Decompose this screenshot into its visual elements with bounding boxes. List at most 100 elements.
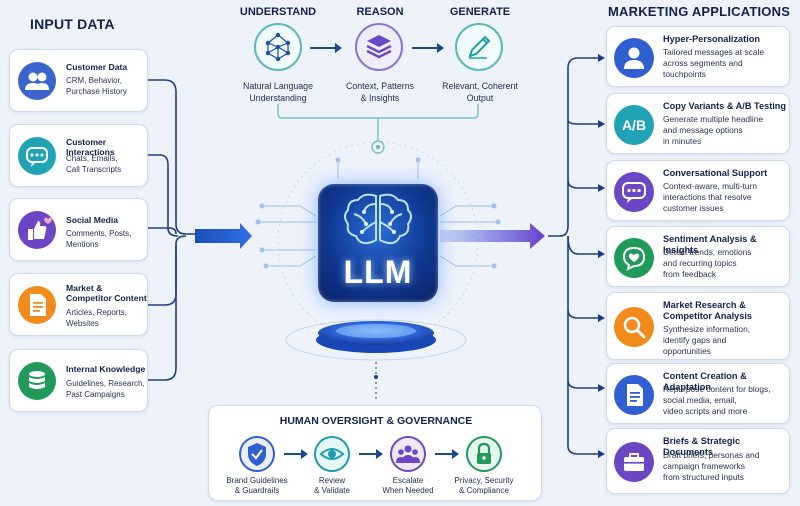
app-card-desc: customer issues (663, 203, 724, 213)
shield-check-icon (239, 436, 275, 472)
stage-arrow (412, 43, 444, 53)
stage-desc: Context, Patterns (346, 81, 414, 91)
input-card-desc: Purchase History (66, 87, 127, 96)
app-card-desc: social media, email, (663, 395, 737, 405)
input-card-customer-data: Customer Data CRM, Behavior, Purchase Hi… (9, 49, 148, 112)
users-icon (18, 62, 56, 100)
magnifier-icon (614, 307, 654, 347)
app-card-desc: across segments and (663, 58, 743, 68)
input-card-title: Market & Competitor Content (66, 283, 147, 303)
governance-label: & Guardrails (234, 486, 280, 495)
app-card-title: Briefs & Strategic Documents (663, 436, 741, 457)
heart-chat-icon (614, 238, 654, 278)
app-card-desc: Generate multiple headline (663, 114, 764, 124)
llm-pedestal (285, 319, 467, 361)
input-card-title: Customer Interactions (66, 137, 115, 157)
app-card-desc: Draft briefs, personas and (663, 450, 760, 460)
app-card-title: Hyper-Personalization (663, 34, 761, 44)
output-section-title: MARKETING APPLICATIONS (608, 4, 791, 19)
app-card-title: Market Research & Competitor Analysis (663, 300, 752, 321)
app-card-desc: Detect trends, emotions (663, 247, 752, 257)
stage-desc: Relevant, Coherent (442, 81, 518, 91)
app-card-briefs-strategic-documents: Briefs & Strategic Documents Draft brief… (606, 428, 790, 494)
input-card-title: Customer Data (66, 62, 128, 72)
output-flow-arrow (440, 223, 545, 249)
app-card-market-research: Market Research & Competitor Analysis Sy… (606, 292, 790, 360)
stage-desc: Output (466, 93, 494, 103)
stage-title-generate: GENERATE (449, 6, 511, 18)
governance-panel: HUMAN OVERSIGHT & GOVERNANCE Brand Guide… (208, 405, 542, 501)
governance-arrow (435, 449, 459, 459)
input-section-title: INPUT DATA (30, 16, 115, 32)
stage-desc: Natural Language (243, 81, 313, 91)
input-card-desc: Mentions (66, 240, 99, 249)
app-card-desc: from feedback (663, 269, 717, 279)
network-icon (254, 23, 302, 71)
app-card-desc: from structured inputs (663, 472, 744, 482)
app-card-desc: identify gaps and (663, 335, 727, 345)
app-card-desc: and recurring topics (663, 258, 737, 268)
input-card-desc: Websites (66, 319, 99, 328)
thumbs-up-icon (18, 211, 56, 249)
brain-icon (344, 193, 412, 245)
governance-label: When Needed (382, 486, 434, 495)
input-card-desc: Call Transcripts (66, 165, 122, 174)
app-card-title: Conversational Support (663, 168, 768, 178)
lock-icon (466, 436, 502, 472)
app-card-desc: interactions that resolve (663, 192, 752, 202)
app-card-desc: opportunities (663, 346, 711, 356)
llm-label: LLM (343, 254, 413, 290)
app-card-desc: Context-aware, multi-turn (663, 181, 758, 191)
governance-arrow (359, 449, 383, 459)
app-card-sentiment-analysis: Sentiment Analysis & Insights Detect tre… (606, 226, 790, 287)
input-connectors (148, 79, 208, 381)
person-icon (614, 38, 654, 78)
app-card-title: Copy Variants & A/B Testing (663, 101, 787, 111)
input-card-social-media: Social Media Comments, Posts, Mentions (9, 198, 148, 261)
input-card-title: Social Media (66, 215, 119, 225)
governance-title: HUMAN OVERSIGHT & GOVERNANCE (279, 415, 473, 427)
stage-arrow (310, 43, 342, 53)
app-card-hyper-personalization: Hyper-Personalization Tailored messages … (606, 26, 790, 87)
governance-label: Review (318, 476, 346, 485)
database-icon (18, 362, 56, 400)
layers-icon (355, 23, 403, 71)
chat-bubble-icon (614, 172, 654, 212)
input-card-market-competitor-content: Market & Competitor Content Articles, Re… (9, 273, 148, 336)
chat-bubble-icon (18, 137, 56, 175)
governance-arrow (284, 449, 308, 459)
input-card-title: Internal Knowledge (66, 364, 146, 374)
llm-model-box: LLM (318, 184, 438, 302)
governance-label: Privacy, Security (454, 476, 514, 485)
input-card-desc: Chats, Emails, (66, 154, 118, 163)
team-icon (390, 436, 426, 472)
input-card-desc: Past Campaigns (66, 390, 125, 399)
app-card-desc: and message options (663, 125, 743, 135)
stage-desc: & Insights (360, 93, 400, 103)
governance-label: & Compliance (459, 486, 509, 495)
app-card-title: Sentiment Analysis & Insights (663, 234, 757, 255)
app-card-copy-variants: A/B Copy Variants & A/B Testing Generate… (606, 93, 790, 154)
input-card-desc: Articles, Reports, (66, 308, 127, 317)
app-card-desc: video scripts and more (663, 406, 748, 416)
app-card-desc: in minutes (663, 136, 702, 146)
app-card-content-creation: Content Creation & Adaptation Repurpose … (606, 363, 790, 424)
app-card-desc: Tailored messages at scale (663, 47, 765, 57)
stage-title-reason: REASON (356, 6, 404, 18)
input-card-desc: CRM, Behavior, (66, 76, 123, 85)
briefcase-icon (614, 442, 654, 482)
app-card-desc: campaign frameworks (663, 461, 745, 471)
app-card-desc: Synthesize information, (663, 324, 751, 334)
stage-title-understand: UNDERSTAND (239, 6, 317, 18)
pen-icon (455, 23, 503, 71)
input-flow-arrow (195, 223, 252, 249)
governance-label: Brand Guidelines (226, 476, 288, 485)
document-icon (18, 286, 56, 324)
app-card-desc: Repurpose content for blogs, (663, 384, 771, 394)
stage-desc: Understanding (249, 93, 307, 103)
output-connectors (548, 57, 598, 455)
app-card-conversational-support: Conversational Support Context-aware, mu… (606, 160, 790, 221)
input-card-desc: Guidelines, Research, (66, 379, 145, 388)
eye-icon (314, 436, 350, 472)
